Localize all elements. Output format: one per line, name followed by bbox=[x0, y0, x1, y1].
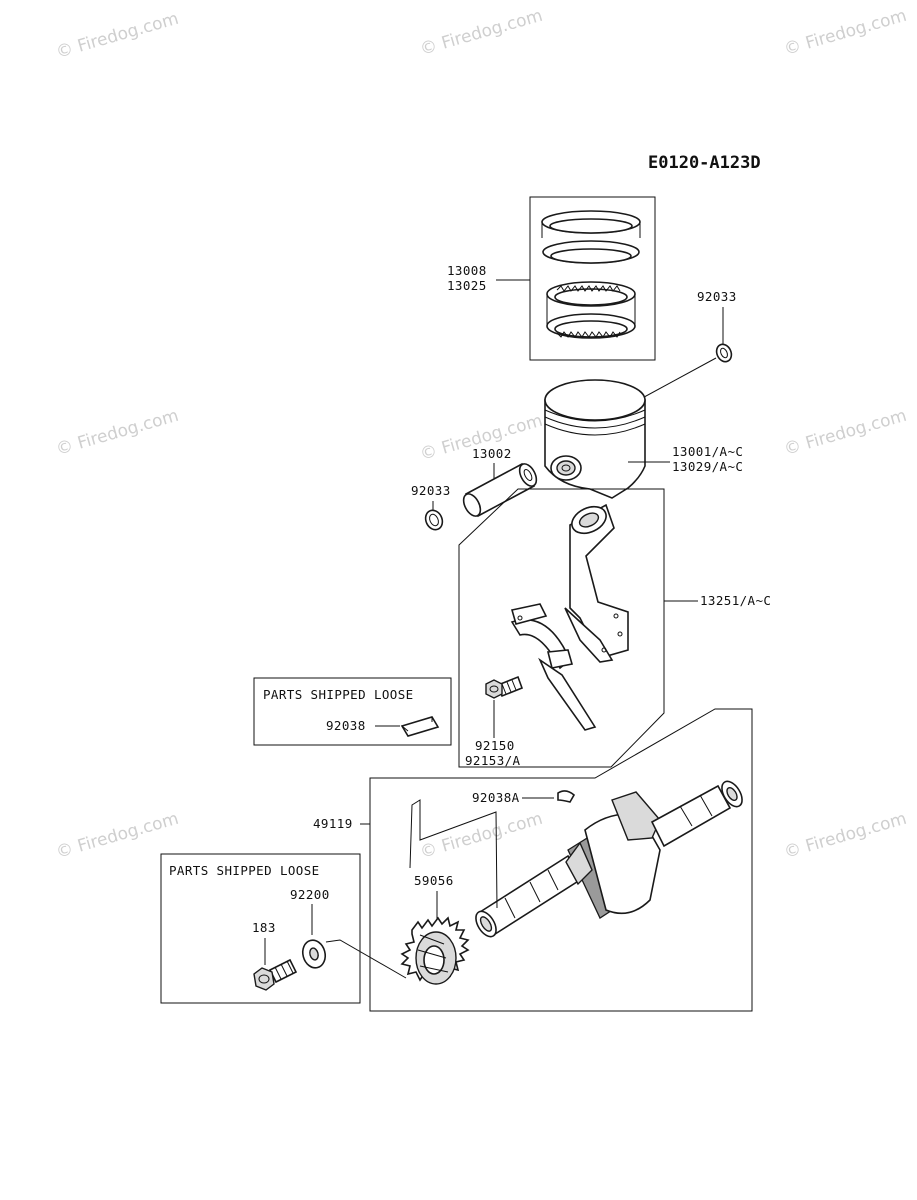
piston-pin[interactable] bbox=[460, 461, 540, 519]
circlip-right[interactable] bbox=[714, 342, 734, 364]
callout-conrod: 13251/A~C bbox=[700, 593, 771, 608]
loose-box-2-title: PARTS SHIPPED LOOSE bbox=[169, 863, 320, 878]
callout-bolt: 183 bbox=[252, 920, 276, 935]
watermark: © Firedog.com bbox=[418, 6, 545, 60]
gear-bolt[interactable] bbox=[253, 958, 298, 991]
crank-gear[interactable] bbox=[400, 916, 470, 985]
watermark: © Firedog.com bbox=[54, 406, 181, 460]
watermark: © Firedog.com bbox=[54, 809, 181, 863]
callout-clip-right: 92033 bbox=[697, 289, 737, 304]
callout-gear: 59056 bbox=[414, 873, 454, 888]
callout-bolt-b: 92153/A bbox=[465, 753, 521, 768]
leader-clip-piston bbox=[634, 357, 717, 403]
crankshaft-box bbox=[369, 708, 753, 1012]
loose-key[interactable] bbox=[400, 716, 440, 737]
rod-bolt[interactable] bbox=[485, 675, 524, 699]
watermarks: © Firedog.com © Firedog.com © Firedog.co… bbox=[54, 6, 909, 863]
circlip-left[interactable] bbox=[423, 508, 446, 533]
loose-box-1-part: 92038 bbox=[326, 718, 366, 733]
conrod-box bbox=[458, 488, 665, 768]
watermark: © Firedog.com bbox=[782, 406, 909, 460]
callout-crankshaft: 49119 bbox=[313, 816, 353, 831]
callout-crank-key: 92038A bbox=[472, 790, 520, 805]
watermark: © Firedog.com bbox=[54, 9, 181, 63]
loose-box-1-title: PARTS SHIPPED LOOSE bbox=[263, 687, 414, 702]
callout-bolt-a: 92150 bbox=[475, 738, 515, 753]
diagram-code: E0120-A123D bbox=[648, 153, 761, 173]
washer[interactable] bbox=[300, 938, 328, 971]
callout-rings-b: 13025 bbox=[447, 278, 487, 293]
piston[interactable] bbox=[544, 379, 646, 499]
piston-ring-set[interactable] bbox=[529, 196, 656, 361]
callout-piston-a: 13001/A~C bbox=[672, 444, 743, 459]
callout-washer: 92200 bbox=[290, 887, 330, 902]
watermark: © Firedog.com bbox=[782, 809, 909, 863]
ring-box bbox=[529, 196, 656, 361]
callout-clip-left: 92033 bbox=[411, 483, 451, 498]
leader-key-to-gear bbox=[409, 799, 498, 909]
connecting-rod[interactable] bbox=[510, 502, 629, 731]
callout-piston-b: 13029/A~C bbox=[672, 459, 743, 474]
loose-box-2 bbox=[160, 853, 361, 1004]
callout-pin: 13002 bbox=[472, 446, 512, 461]
loose-box-1 bbox=[253, 677, 452, 746]
crank-key[interactable] bbox=[557, 790, 576, 803]
callout-rings-a: 13008 bbox=[447, 263, 487, 278]
watermark: © Firedog.com bbox=[782, 6, 909, 60]
watermark: © Firedog.com bbox=[418, 809, 545, 863]
crankshaft[interactable] bbox=[472, 778, 746, 940]
leader-washer-gear bbox=[325, 939, 407, 979]
